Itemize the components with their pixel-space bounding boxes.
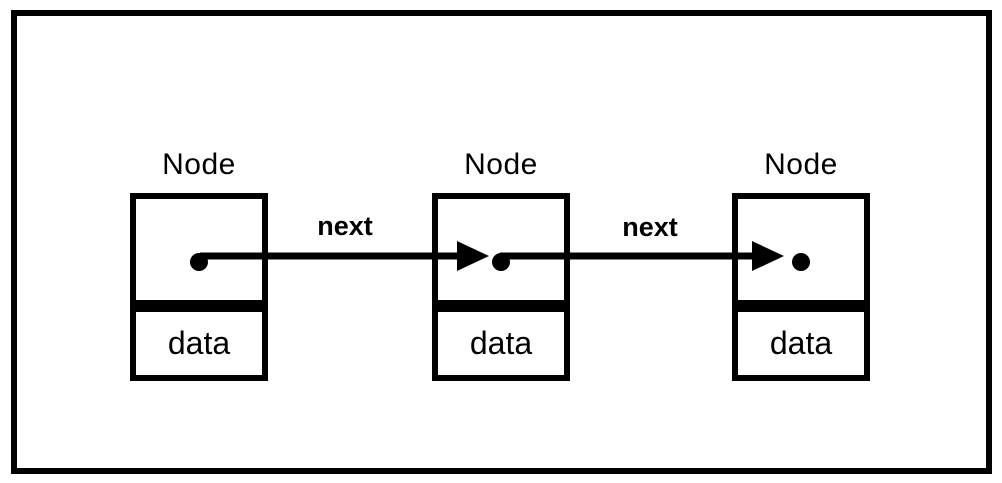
node-title: Node <box>764 148 838 181</box>
pointer-dot <box>190 253 208 271</box>
next-label-2: next <box>622 212 678 242</box>
data-label: data <box>769 325 833 361</box>
node-3: Node data <box>732 148 870 381</box>
node-1: Node data <box>130 148 268 381</box>
data-label: data <box>167 325 231 361</box>
node-title: Node <box>464 148 538 181</box>
pointer-dot <box>492 253 510 271</box>
node-2: Node data <box>432 148 570 381</box>
pointer-dot <box>792 253 810 271</box>
node-2-pointer-cell <box>432 193 570 306</box>
data-label: data <box>469 325 533 361</box>
node-1-data-cell: data <box>130 306 268 381</box>
node-title: Node <box>162 148 236 181</box>
diagram-frame <box>11 10 992 474</box>
node-1-pointer-cell <box>130 193 268 306</box>
node-2-data-cell: data <box>432 306 570 381</box>
next-label-1: next <box>317 211 373 241</box>
node-3-pointer-cell <box>732 193 870 306</box>
node-3-data-cell: data <box>732 306 870 381</box>
